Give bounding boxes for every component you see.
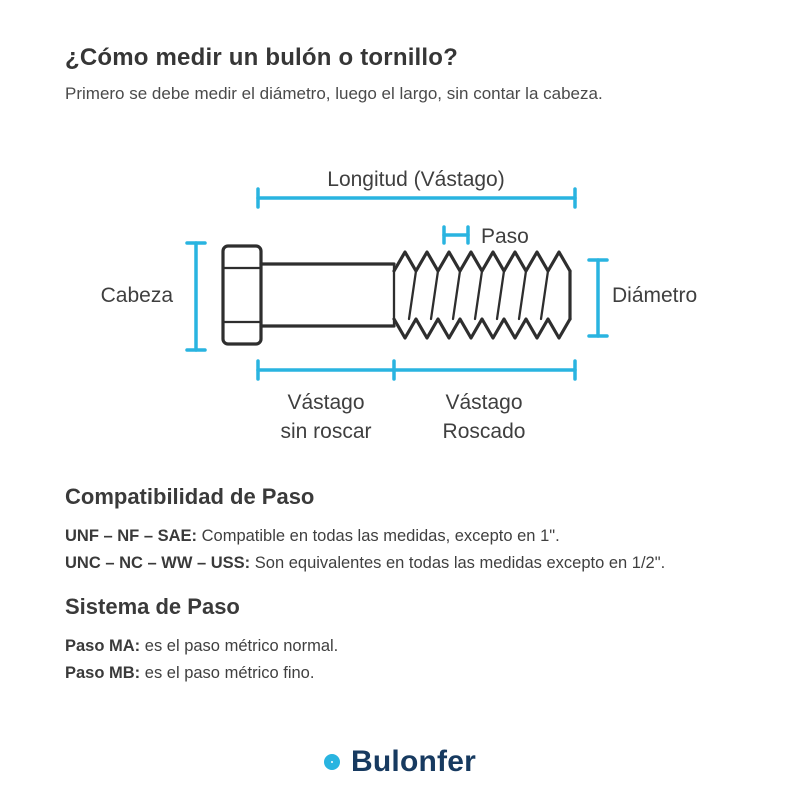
header: ¿Cómo medir un bulón o tornillo? Primero… bbox=[65, 44, 745, 104]
sistema-item-ma-text: es el paso métrico normal. bbox=[140, 637, 339, 655]
diametro-label: Diámetro bbox=[612, 284, 697, 307]
sistema-item-ma: Paso MA: es el paso métrico normal. bbox=[65, 633, 750, 660]
section-heading: Compatibilidad de Paso bbox=[65, 484, 315, 509]
paso-label: Paso bbox=[481, 225, 529, 248]
cabeza-bracket bbox=[185, 241, 207, 352]
page-title: ¿Cómo medir un bulón o tornillo? bbox=[65, 44, 459, 71]
vastago-roscado-label-line2: Roscado bbox=[443, 420, 526, 443]
vastago-sin-roscar-label-line2: sin roscar bbox=[280, 420, 371, 443]
section-sistema-de-paso: Sistema de Paso Paso MA: es el paso métr… bbox=[65, 594, 750, 687]
vastago-roscado-label-line1: Vástago bbox=[445, 391, 522, 414]
compat-item-unf-term: UNF – NF – SAE: bbox=[65, 527, 198, 545]
section-compatibilidad-de-paso: Compatibilidad de Paso UNF – NF – SAE: C… bbox=[65, 484, 750, 577]
bolt-head bbox=[221, 244, 263, 346]
longitud-label: Longitud (Vástago) bbox=[327, 168, 504, 191]
compat-item-unc-text: Son equivalentes en todas las medidas ex… bbox=[250, 554, 666, 572]
bolt-measurement-diagram: Longitud (Vástago) Paso bbox=[101, 168, 698, 443]
vastago-sin-roscar-label-line1: Vástago bbox=[287, 391, 364, 414]
brand-name: Bulonfer bbox=[351, 745, 476, 778]
page-subtitle: Primero se debe medir el diámetro, luego… bbox=[65, 84, 603, 103]
sistema-item-mb-text: es el paso métrico fino. bbox=[140, 664, 315, 682]
cabeza-label: Cabeza bbox=[101, 284, 174, 307]
diametro-bracket bbox=[587, 258, 609, 338]
longitud-bracket bbox=[256, 187, 577, 209]
bulonfer-ring-icon bbox=[324, 754, 341, 770]
compat-item-unc: UNC – NC – WW – USS: Son equivalentes en… bbox=[65, 550, 750, 577]
sistema-item-ma-term: Paso MA: bbox=[65, 637, 141, 655]
footer-logo: Bulonfer bbox=[0, 745, 800, 779]
sistema-item-mb: Paso MB: es el paso métrico fino. bbox=[65, 660, 750, 687]
sistema-item-mb-term: Paso MB: bbox=[65, 664, 141, 682]
paso-bracket bbox=[442, 225, 470, 245]
shank-sections-bracket bbox=[256, 359, 577, 381]
compat-item-unc-term: UNC – NC – WW – USS: bbox=[65, 554, 251, 572]
compat-item-unf: UNF – NF – SAE: Compatible en todas las … bbox=[65, 523, 750, 550]
section-heading: Sistema de Paso bbox=[65, 594, 240, 619]
bolt-shank bbox=[259, 262, 396, 328]
compat-item-unf-text: Compatible en todas las medidas, excepto… bbox=[197, 527, 560, 545]
bolt-threads bbox=[392, 250, 572, 340]
